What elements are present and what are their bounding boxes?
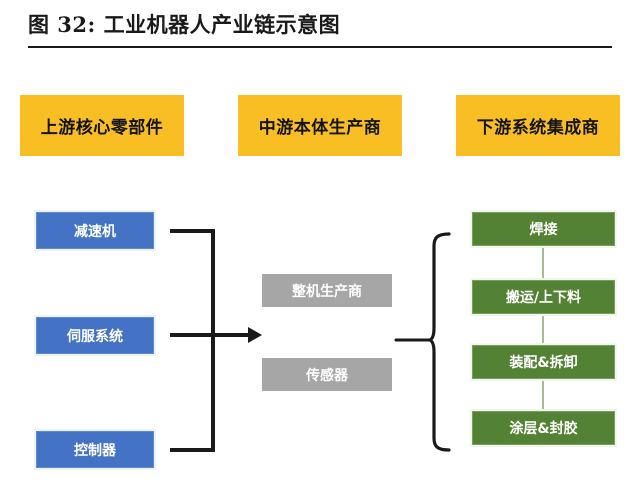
node-welding[interactable]: 焊接 bbox=[472, 212, 615, 246]
node-reducer[interactable]: 减速机 bbox=[36, 212, 154, 249]
node-assembly-disassembly[interactable]: 装配&拆卸 bbox=[472, 345, 615, 379]
figure-title-bar: 图 32: 工业机器人产业链示意图 bbox=[28, 10, 612, 50]
node-assembly-disassembly-label: 装配&拆卸 bbox=[509, 355, 578, 371]
header-upstream: 上游核心零部件 bbox=[20, 95, 184, 156]
header-downstream-label: 下游系统集成商 bbox=[476, 118, 600, 138]
node-servo-system-label: 伺服系统 bbox=[67, 328, 123, 345]
node-coating-sealing[interactable]: 涂层&封胶 bbox=[472, 411, 615, 445]
node-sensor[interactable]: 传感器 bbox=[262, 358, 392, 391]
header-upstream-label: 上游核心零部件 bbox=[40, 118, 164, 138]
header-downstream: 下游系统集成商 bbox=[456, 95, 620, 156]
node-complete-machine-maker-label: 整机生产商 bbox=[292, 283, 362, 300]
node-reducer-label: 减速机 bbox=[74, 223, 116, 240]
node-controller[interactable]: 控制器 bbox=[36, 431, 154, 468]
node-coating-sealing-label: 涂层&封胶 bbox=[509, 421, 578, 437]
node-servo-system[interactable]: 伺服系统 bbox=[36, 317, 154, 354]
node-controller-label: 控制器 bbox=[74, 442, 116, 459]
node-complete-machine-maker[interactable]: 整机生产商 bbox=[262, 274, 392, 307]
node-handling-loading-label: 搬运/上下料 bbox=[505, 290, 582, 306]
node-welding-label: 焊接 bbox=[529, 222, 558, 238]
curly-brace-icon bbox=[428, 232, 451, 452]
title-divider bbox=[28, 46, 612, 48]
header-midstream: 中游本体生产商 bbox=[238, 95, 402, 156]
arrowhead-to-midstream bbox=[248, 327, 262, 343]
page-title: 图 32: 工业机器人产业链示意图 bbox=[28, 12, 341, 37]
node-sensor-label: 传感器 bbox=[306, 367, 348, 384]
header-midstream-label: 中游本体生产商 bbox=[258, 118, 382, 138]
node-handling-loading[interactable]: 搬运/上下料 bbox=[472, 280, 615, 314]
